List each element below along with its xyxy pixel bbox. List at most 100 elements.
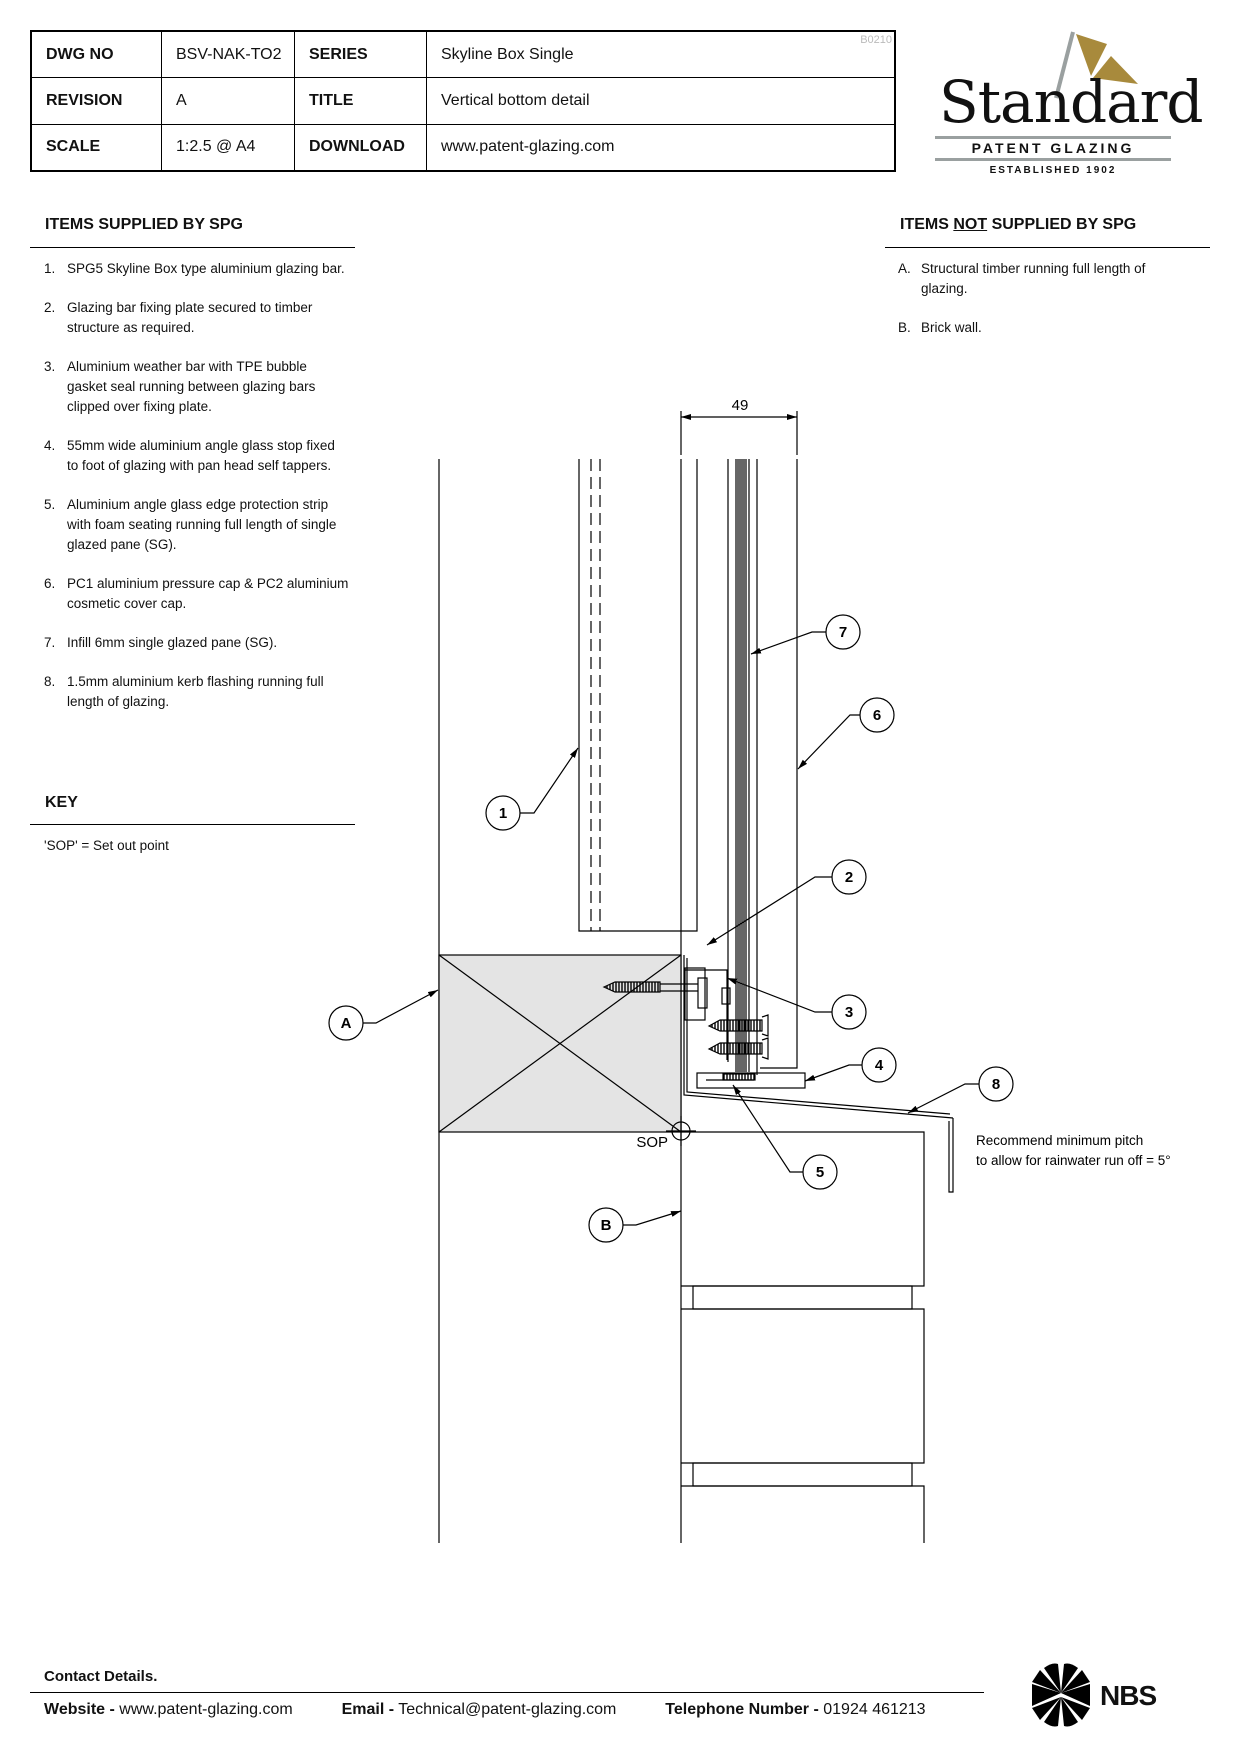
item-number: A. xyxy=(898,261,911,276)
website-label: Website xyxy=(44,1701,106,1718)
phone-label: Telephone Number xyxy=(665,1701,810,1718)
callout-8: 8 xyxy=(978,1066,1014,1102)
screw-self-tapper-lower xyxy=(707,1037,769,1060)
nbs-wordmark: NBS xyxy=(1100,1680,1157,1711)
contact-heading: Contact Details. xyxy=(44,1668,158,1685)
list-item: 2. Glazing bar fixing plate secured to ti… xyxy=(44,298,349,338)
logo-subtitle: PATENT GLAZING xyxy=(971,140,1135,156)
flag-icon xyxy=(1054,31,1138,99)
value-dwg-no: BSV-NAK-TO2 xyxy=(161,32,295,79)
supplied-heading: ITEMS SUPPLIED BY SPG xyxy=(45,216,243,233)
not-supplied-heading: ITEMS NOT SUPPLIED BY SPG xyxy=(900,216,1136,234)
not-supplied-heading-underlined: NOT xyxy=(953,216,988,233)
callout-label: 8 xyxy=(992,1076,1000,1093)
email-link[interactable]: Technical@patent-glazing.com xyxy=(398,1701,617,1718)
drawing-reference: B0210 xyxy=(860,34,892,46)
callout-3: 3 xyxy=(831,994,867,1030)
supplied-divider xyxy=(30,247,355,248)
callout-circle xyxy=(588,1207,624,1243)
screw-self-tapper-upper xyxy=(707,1014,769,1037)
callout-1: 1 xyxy=(485,795,521,831)
value-revision: A xyxy=(161,77,295,125)
not-supplied-heading-pre: ITEMS xyxy=(900,216,954,233)
item-number: 2. xyxy=(44,300,56,315)
website-link[interactable]: www.patent-glazing.com xyxy=(119,1701,293,1718)
not-supplied-heading-post: SUPPLIED BY SPG xyxy=(987,216,1137,233)
callout-circle xyxy=(485,795,521,831)
callout-circle xyxy=(825,614,861,650)
list-item: 4.55mm wide aluminium angle glass stop f… xyxy=(44,436,349,476)
standard-patent-glazing-logo: Standard PATENT GLAZING ESTABLISHED 1902 xyxy=(935,28,1204,178)
phone-number: 01924 461213 xyxy=(823,1701,926,1718)
brick-wall xyxy=(681,1131,925,1543)
separator: - xyxy=(388,1701,395,1718)
logo-established: ESTABLISHED 1902 xyxy=(989,165,1117,176)
series-text: Skyline Box Single xyxy=(441,45,574,63)
logo-rule-top xyxy=(935,136,1171,139)
callout-label: 4 xyxy=(875,1057,884,1074)
dimension-label: 49 xyxy=(732,397,749,414)
item-text: 55mm wide aluminium angle glass stop fix… xyxy=(67,438,335,473)
sop-label: SOP xyxy=(636,1134,668,1151)
pressure-cap-outline xyxy=(760,459,798,1069)
item-number: 7. xyxy=(44,635,56,650)
title-row-scale: SCALE 1:2.5 @ A4 DOWNLOAD www.patent-gla… xyxy=(32,123,894,170)
item-text: 1.5mm aluminium kerb flashing running fu… xyxy=(67,674,324,709)
list-item: 3.Aluminium weather bar with TPE bubble … xyxy=(44,357,349,417)
not-supplied-items-list: A.Structural timber running full length … xyxy=(898,259,1168,357)
nbs-logo: NBS xyxy=(1030,1662,1170,1728)
callout-label: 5 xyxy=(816,1164,824,1181)
logo-wordmark: Standard xyxy=(939,68,1204,136)
callout-label: A xyxy=(341,1015,352,1032)
item-number: 1. xyxy=(44,261,56,276)
item-number: 6. xyxy=(44,576,56,591)
item-text: Infill 6mm single glazed pane (SG). xyxy=(67,635,278,650)
list-item: 7. Infill 6mm single glazed pane (SG). xyxy=(44,633,349,653)
callout-4: 4 xyxy=(861,1047,897,1083)
fixing-plate xyxy=(683,955,954,1119)
leader-lines xyxy=(363,631,979,1226)
label-scale: SCALE xyxy=(32,123,162,170)
item-text: Glazing bar fixing plate secured to timb… xyxy=(67,300,313,335)
callout-b: B xyxy=(588,1207,624,1243)
key-heading: KEY xyxy=(45,794,78,811)
callout-label: 7 xyxy=(839,624,847,641)
list-item: A.Structural timber running full length … xyxy=(898,259,1168,299)
list-item: 6.PC1 aluminium pressure cap & PC2 alumi… xyxy=(44,574,349,614)
callout-circle xyxy=(831,994,867,1030)
item-number: 5. xyxy=(44,497,56,512)
value-download-link[interactable]: www.patent-glazing.com xyxy=(426,123,894,170)
email-label: Email xyxy=(341,1701,385,1718)
footer-divider xyxy=(30,1692,984,1693)
callout-5: 5 xyxy=(802,1154,838,1190)
item-number: 8. xyxy=(44,674,56,689)
list-item: 8. 1.5mm aluminium kerb flashing running … xyxy=(44,672,349,712)
set-out-point-marker xyxy=(666,1116,696,1146)
nbs-star-icon xyxy=(1032,1663,1090,1727)
separator: - xyxy=(813,1701,819,1718)
item-text: Brick wall. xyxy=(921,320,982,335)
label-download: DOWNLOAD xyxy=(294,123,427,170)
title-row-revision: REVISION A TITLE Vertical bottom detail xyxy=(32,77,894,125)
callout-circle xyxy=(802,1154,838,1190)
screw-timber xyxy=(602,981,698,993)
callout-label: 6 xyxy=(873,707,881,724)
callout-7: 7 xyxy=(825,614,861,650)
callout-circle xyxy=(328,1005,364,1041)
callout-circle xyxy=(861,1047,897,1083)
title-row-dwg-no: DWG NO BSV-NAK-TO2 SERIES Skyline Box Si… xyxy=(32,32,894,79)
contact-row: Website - www.patent-glazing.com Email -… xyxy=(44,1701,926,1719)
foam-seating xyxy=(722,1073,756,1081)
list-item: 5. Aluminium angle glass edge protection … xyxy=(44,495,349,555)
item-text: Aluminium angle glass edge protection st… xyxy=(67,497,337,552)
glazing-bar-profile xyxy=(578,459,698,932)
list-item: B. Brick wall. xyxy=(898,318,1168,338)
item-text: SPG5 Skyline Box type aluminium glazing … xyxy=(67,261,345,276)
item-text: Aluminium weather bar with TPE bubble ga… xyxy=(67,359,316,414)
value-title: Vertical bottom detail xyxy=(426,77,894,125)
not-supplied-divider xyxy=(885,247,1210,248)
item-number: B. xyxy=(898,320,911,335)
callout-label: 1 xyxy=(499,805,507,822)
callout-circle xyxy=(831,859,867,895)
